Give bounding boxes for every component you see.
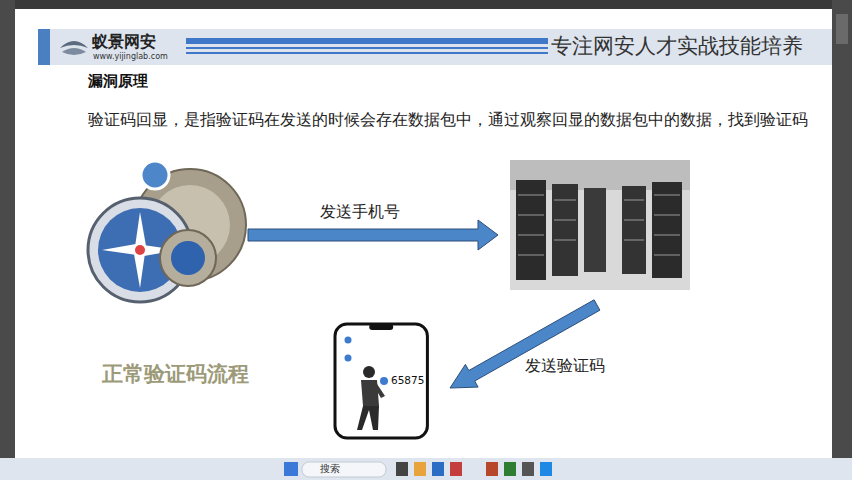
header-band [50,29,832,65]
slide-title: 漏洞原理 [88,72,148,90]
side-icon [836,14,848,44]
flow-arrow [248,220,498,250]
arrow-label: 发送验证码 [523,356,607,375]
logo-icon [60,41,88,55]
taskbar-icon [486,462,498,476]
taskbar-icon [540,462,552,476]
taskbar [0,458,852,480]
window-left-strip [0,0,15,458]
browser-illustration [88,161,246,302]
header-line [186,47,548,49]
search-box [302,462,386,477]
server-illustration [510,160,690,290]
phone-screen: 65875 [333,322,429,440]
header-line [186,52,548,54]
taskbar-icon [414,462,426,476]
taskbar-icon [396,462,408,476]
logo-url: www.yijinglab.com [93,52,168,62]
logo-text: 蚁景网安 [92,32,156,51]
description-text: 验证码回显，是指验证码在发送的时候会存在数据包中，通过观察回显的数据包中的数据，… [88,110,808,129]
window-titlebar [0,0,852,9]
header-block [38,29,50,65]
window-right-strip [832,0,852,458]
start-icon [284,462,298,476]
taskbar-icon [432,462,444,476]
header-slogan: 专注网安人才实战技能培养 [551,34,803,59]
taskbar-icon [450,462,462,476]
flow-caption: 正常验证码流程 [102,362,249,387]
taskbar-icon [522,462,534,476]
taskbar-icon [504,462,516,476]
phone-code: 65875 [391,374,424,387]
arrow-label: 发送手机号 [318,202,402,221]
header-line [186,38,548,44]
taskbar-search: 搜索 [320,463,340,475]
